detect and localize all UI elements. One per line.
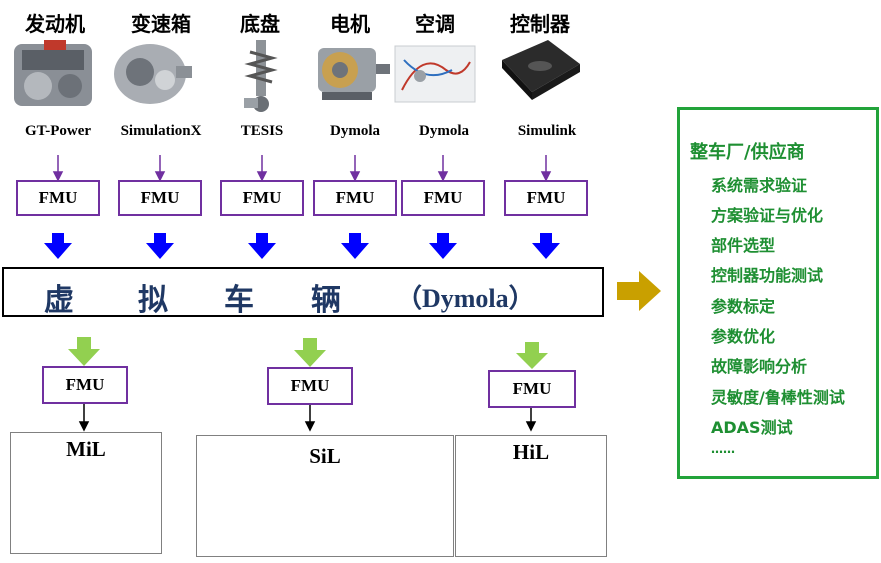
vehicle-char-3: 车 (224, 283, 254, 318)
right-arrow (617, 271, 661, 311)
chassis-image (244, 40, 278, 112)
component-title-engine: 发动机 (25, 12, 85, 36)
applications-heading: 整车厂/供应商 (690, 142, 805, 163)
hil-title: HiL (512, 440, 550, 464)
engine-image (14, 40, 92, 106)
fmu-box-gearbox: FMU (118, 180, 202, 216)
mil-panel: MiL (10, 432, 162, 554)
application-item: 控制器功能测试 (711, 266, 824, 285)
fmu-box-chassis: FMU (220, 180, 304, 216)
fmu-box-motor: FMU (313, 180, 397, 216)
tool-label-controller: Simulink (517, 123, 577, 139)
vehicle-to-fmu-arrows (68, 337, 548, 369)
controller-image (502, 40, 580, 100)
application-item: 参数标定 (711, 297, 776, 316)
vehicle-char-2: 拟 (138, 283, 168, 318)
application-item: ADAS测试 (711, 418, 793, 437)
component-title-controller: 控制器 (510, 12, 570, 36)
sil-title: SiL (309, 444, 341, 468)
application-item: 系统需求验证 (711, 176, 808, 195)
sil-panel: SiL (196, 435, 454, 557)
application-item: 故障影响分析 (711, 357, 808, 376)
fmu-box-aircon: FMU (401, 180, 485, 216)
hil-panel: HiL (455, 435, 607, 557)
gearbox-image (114, 44, 192, 104)
application-item: 参数优化 (711, 327, 776, 346)
virtual-vehicle-bar: 虚 拟 车 辆 （Dymola） (2, 267, 604, 318)
motor-image (318, 48, 390, 100)
vehicle-char-1: 虚 (44, 283, 74, 318)
component-title-aircon: 空调 (415, 12, 455, 36)
fmu-to-vehicle-arrows (44, 233, 560, 259)
application-item: 部件选型 (711, 236, 776, 255)
tool-label-aircon: Dymola (419, 123, 469, 139)
tool-label-chassis: TESIS (240, 123, 284, 139)
application-item: 灵敏度/鲁棒性测试 (711, 388, 845, 407)
fmu-box-sil: FMU (267, 367, 353, 405)
mil-title: MiL (66, 437, 106, 461)
vehicle-tool-label: （Dymola） (396, 284, 535, 313)
fmu-box-mil: FMU (42, 366, 128, 404)
tool-label-gearbox: SimulationX (120, 123, 202, 139)
aircon-image (394, 45, 476, 103)
fmu-box-controller: FMU (504, 180, 588, 216)
application-item: …… (711, 442, 735, 456)
fmu-box-hil: FMU (488, 370, 576, 408)
fmu-to-target-arrows (78, 404, 537, 432)
tool-label-engine: GT-Power (24, 123, 92, 139)
vehicle-char-4: 辆 (311, 283, 341, 318)
tool-label-motor: Dymola (330, 123, 380, 139)
fmu-box-engine: FMU (16, 180, 100, 216)
component-title-chassis: 底盘 (240, 12, 280, 36)
applications-box: 整车厂/供应商 系统需求验证 方案验证与优化 部件选型 控制器功能测试 参数标定… (677, 107, 879, 479)
application-item: 方案验证与优化 (711, 206, 824, 225)
component-title-gearbox: 变速箱 (131, 12, 191, 36)
tool-to-fmu-arrows (52, 155, 552, 182)
component-title-motor: 电机 (330, 12, 370, 36)
